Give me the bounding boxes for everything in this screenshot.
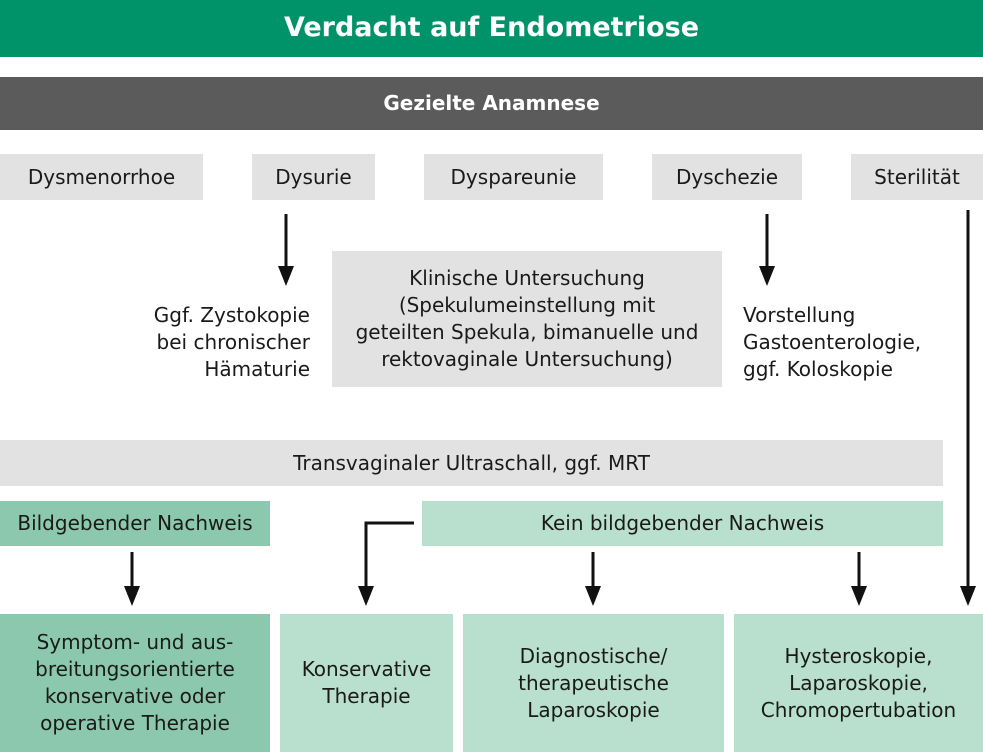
imaging-negative-box: Kein bildgebender Nachweis (422, 501, 943, 546)
arrowhead-negative-conservative (358, 586, 374, 606)
arrowhead-positive (124, 586, 140, 606)
imaging-bar: Transvaginaler Ultraschall, ggf. MRT (0, 440, 943, 486)
outcome-laparoscopy: Diagnostische/ therapeutische Laparoskop… (463, 614, 724, 752)
symptom-dyschezie: Dyschezie (652, 154, 802, 200)
symptom-dysmenorrhoe: Dysmenorrhoe (0, 154, 203, 200)
symptom-dysurie: Dysurie (252, 154, 375, 200)
symptom-sterilitaet: Sterilität (851, 154, 983, 200)
arrowhead-dysurie (278, 266, 294, 286)
arrowhead-dyschezie (759, 266, 775, 286)
clinical-examination-box: Klinische Untersuchung (Spekulumeinstell… (332, 251, 722, 387)
arrowhead-sterilitaet (960, 586, 976, 606)
arrowhead-negative-laparoscopy (585, 586, 601, 606)
anamnese-header: Gezielte Anamnese (0, 77, 983, 130)
dyschezie-followup-text: Vorstellung Gastoenterologie, ggf. Kolos… (743, 302, 922, 381)
outcome-sterility-workup: Hysteroskopie, Laparoskopie, Chromopertu… (734, 614, 983, 752)
arrow-negative-conservative (364, 521, 414, 594)
outcome-conservative-therapy: Konservative Therapie (280, 614, 453, 752)
symptom-dyspareunie: Dyspareunie (424, 154, 603, 200)
outcome-positive-therapy: Symptom- und aus- breitungsorientierte k… (0, 614, 270, 752)
page-title: Verdacht auf Endometriose (0, 0, 983, 57)
imaging-positive-box: Bildgebender Nachweis (0, 501, 270, 546)
dysurie-followup-text: Ggf. Zystokopie bei chronischer Hämaturi… (153, 302, 310, 381)
arrowhead-negative-sterility (851, 586, 867, 606)
